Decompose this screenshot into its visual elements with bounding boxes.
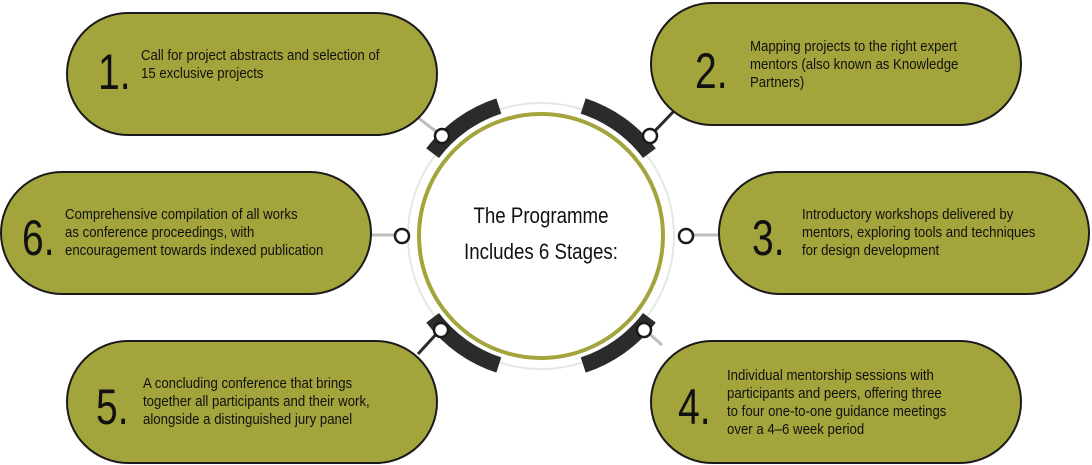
node-stage-6 [393,227,411,245]
stage-text-line: Introductory workshops delivered by [802,206,1014,223]
stage-text-line: as conference proceedings, with [65,224,255,241]
stage-number: 2. [695,43,728,99]
stage-text-line: over a 4–6 week period [727,421,865,438]
stage-4-card: 4. Individual mentorship sessions with p… [650,340,1022,464]
node-stage-4 [635,321,653,339]
stage-1-card: 1. Call for project abstracts and select… [66,12,438,136]
stage-description: Introductory workshops delivered by ment… [802,206,1035,260]
stage-2-card: 2. Mapping projects to the right expert … [650,2,1022,126]
stage-6-card: 6. Comprehensive compilation of all work… [0,171,372,295]
stage-text-line: Call for project abstracts and selection… [141,47,380,64]
stage-description: Comprehensive compilation of all works a… [65,206,323,260]
node-stage-3 [677,227,695,245]
node-stage-1 [433,127,451,145]
stage-text-line: together all participants and their work… [143,393,370,410]
stage-number: 6. [22,210,55,266]
stage-text-line: Mapping projects to the right expert [750,38,957,55]
center-disc [417,112,665,360]
center-title-line-2: Includes 6 Stages: [464,239,618,264]
center-title: The Programme Includes 6 Stages: [439,198,643,270]
center-title-line-1: The Programme [473,203,609,228]
stage-5-card: 5. A concluding conference that brings t… [66,340,438,464]
ring-segment-top-right [580,98,656,159]
stage-number: 1. [98,44,131,100]
node-stage-2 [641,127,659,145]
stage-description: Mapping projects to the right expert men… [750,38,958,92]
stage-number: 3. [752,210,785,266]
stage-text-line: 15 exclusive projects [141,65,264,82]
stage-text-line: participants and peers, offering three [727,385,942,402]
stage-text-line: alongside a distinguished jury panel [143,411,353,428]
stage-text-line: Comprehensive compilation of all works [65,206,298,223]
stage-text-line: mentors (also known as Knowledge [750,56,959,73]
stage-number: 5. [96,379,129,435]
stage-text-line: for design development [802,242,940,259]
stage-description: A concluding conference that brings toge… [143,375,370,429]
stage-text-line: Partners) [750,74,805,91]
stage-text-line: encouragement towards indexed publicatio… [65,242,324,259]
stage-text-line: A concluding conference that brings [143,375,353,392]
stage-text-line: mentors, exploring tools and techniques [802,224,1036,241]
stage-text-line: Individual mentorship sessions with [727,367,934,384]
ring-segment-top-left [426,98,502,159]
node-stage-5 [432,321,450,339]
stage-number: 4. [678,379,711,435]
stage-description: Individual mentorship sessions with part… [727,367,946,439]
stage-text-line: to four one-to-one guidance meetings [727,403,947,420]
stage-description: Call for project abstracts and selection… [141,47,379,83]
stage-3-card: 3. Introductory workshops delivered by m… [718,171,1090,295]
